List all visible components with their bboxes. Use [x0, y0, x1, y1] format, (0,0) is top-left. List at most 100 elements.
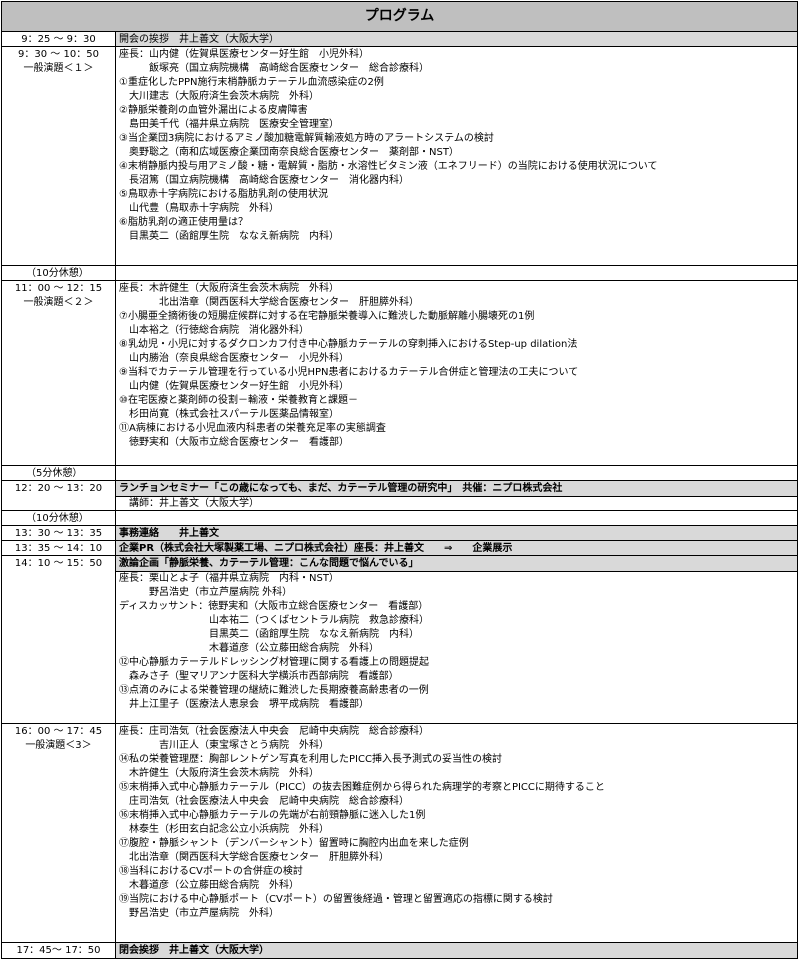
content-line: 座長：山内健（佐賀県医療センター好生館 小児外科）	[119, 49, 369, 60]
time-range: 13：30 ～ 13：35	[14, 528, 103, 539]
time-cell: 12：20 ～ 13：20	[2, 481, 116, 510]
content-line: 座長：栗山とよ子（福井県立病院 内科・NST）	[119, 573, 339, 584]
content-line: 目黒英二（函館厚生院 ななえ新病院 内科）	[119, 629, 419, 640]
time-range: （10分休憩）	[26, 268, 89, 279]
content-line: ⑬点滴のみによる栄養管理の継続に難渋した長期療養高齢患者の一例	[119, 685, 429, 696]
schedule-row-b3: （10分休憩）	[2, 511, 797, 526]
time-range: 9：30 ～ 10：50	[18, 49, 99, 60]
schedule-row-s2: 11：00 ～ 12：15 一般演題＜２＞ 座長：木許健生（大阪府済生会茨木病院 外…	[2, 281, 797, 466]
content-line: 吉川正人（東宝塚さとう病院 外科）	[119, 740, 329, 751]
content-line: 大川建志（大阪府済生会茨木病院 外科）	[119, 91, 319, 102]
content-line: 森みさ子（聖マリアンナ医科大学横浜市西部病院 看護部）	[119, 671, 399, 682]
time-cell: （10分休憩）	[2, 266, 116, 280]
time-range: （5分休憩）	[26, 468, 83, 479]
content-line: 座長：木許健生（大阪府済生会茨木病院 外科）	[119, 283, 339, 294]
schedule-row-notice: 13：30 ～ 13：35 事務連絡 井上善文	[2, 526, 797, 541]
content-line: 閉会挨拶 井上善文（大阪大学）	[119, 945, 269, 956]
content-line: 飯塚亮（国立病院機構 高崎総合医療センター 総合診療科）	[119, 63, 429, 74]
time-range: 12：20 ～ 13：20	[14, 483, 103, 494]
content-line: 目黒英二（函館厚生院 ななえ新病院 内科）	[119, 231, 339, 242]
content-line: ③当企業団3病院におけるアミノ酸加糖電解質輸液処方時のアラートシステムの検討	[119, 133, 494, 144]
content-cell: ランチョンセミナー「この歳になっても、まだ、カテーテル管理の研究中」 共催：ニプ…	[116, 481, 797, 510]
content-line: 激論企画「静脈栄養、カテーテル管理：こんな問題で悩んでいる」	[116, 556, 797, 572]
content-line: 山本裕之（行徳総合病院 消化器外科）	[119, 325, 309, 336]
program-title: プログラム	[2, 2, 797, 32]
content-line: ランチョンセミナー「この歳になっても、まだ、カテーテル管理の研究中」 共催：ニプ…	[116, 481, 797, 497]
content-line: ⑰腹腔・静脈シャント（デンバーシャント）留置時に胸腔内出血を来した症例	[119, 838, 469, 849]
content-cell: 座長：山内健（佐賀県医療センター好生館 小児外科） 飯塚亮（国立病院機構 高崎総…	[116, 47, 797, 265]
content-line: ②静脈栄養剤の血管外漏出による皮膚障害	[119, 105, 308, 116]
content-line: ⑯末梢挿入式中心静脈カテーテルの先端が右前頸静脈に迷入した1例	[119, 810, 426, 821]
content-line: 山内勝治（奈良県総合医療センター 小児外科）	[119, 353, 349, 364]
content-line: 杉田尚寛（株式会社スパーテル医薬品情報室）	[119, 409, 339, 420]
content-line: ①重症化したPPN施行末梢静脈カテーテル血流感染症の2例	[119, 77, 384, 88]
content-line: 林泰生（杉田玄白記念公立小浜病院 外科）	[119, 824, 329, 835]
content-line: ⑩在宅医療と薬剤師の役割－輸液・栄養教育と課題－	[119, 395, 358, 406]
content-line: ⑧乳幼児・小児に対するダクロンカフ付き中心静脈カテーテルの穿刺挿入におけるSte…	[119, 339, 578, 350]
content-cell: 座長：庄司浩気（社会医療法人中央会 尼崎中央病院 総合診療科） 吉川正人（東宝塚…	[116, 724, 797, 942]
time-cell: 13：35 ～ 14：10	[2, 541, 116, 555]
content-cell	[116, 266, 797, 280]
content-line: 木許健生（大阪府済生会茨木病院 外科）	[119, 768, 319, 779]
schedule-row-lunch: 12：20 ～ 13：20 ランチョンセミナー「この歳になっても、まだ、カテーテル…	[2, 481, 797, 511]
content-line: 山代豊（鳥取赤十字病院 外科）	[119, 203, 279, 214]
content-line: 島田美千代（福井県立病院 医療安全管理室）	[119, 119, 339, 130]
time-cell: 14：10 ～ 15：50	[2, 556, 116, 723]
content-line: ⑨当科でカテーテル管理を行っている小児HPN患者におけるカテーテル合併症と管理法…	[119, 367, 579, 378]
content-line: 事務連絡 井上善文	[119, 528, 219, 539]
content-cell: 事務連絡 井上善文	[116, 526, 797, 540]
schedule-row-b2: （5分休憩）	[2, 466, 797, 481]
content-line: ⑥脂肪乳剤の適正使用量は？	[119, 217, 248, 228]
schedule-row-open: 9：25 ～ 9：30 開会の挨拶 井上善文（大阪大学）	[2, 32, 797, 47]
content-line: 木暮道彦（公立藤田総合病院 外科）	[119, 643, 379, 654]
content-line: 山本祐二（つくばセントラル病院 救急診療科）	[119, 615, 429, 626]
time-range: 13：35 ～ 14：10	[14, 543, 103, 554]
content-line: 開会の挨拶 井上善文（大阪大学）	[119, 34, 279, 45]
content-cell	[116, 466, 797, 480]
time-cell: 11：00 ～ 12：15 一般演題＜２＞	[2, 281, 116, 465]
content-line: 野呂浩史（市立芦屋病院 外科）	[119, 587, 293, 598]
content-line: 野呂浩史（市立芦屋病院 外科）	[119, 908, 279, 919]
schedule-row-b1: （10分休憩）	[2, 266, 797, 281]
time-cell: 9：30 ～ 10：50 一般演題＜１＞	[2, 47, 116, 265]
schedule-row-s1: 9：30 ～ 10：50 一般演題＜１＞ 座長：山内健（佐賀県医療センター好生館 小…	[2, 47, 797, 266]
content-line: ⑪A病棟における小児血液内科患者の栄養充足率の実態調査	[119, 423, 386, 434]
content-line: 奥野聡之（南和広域医療企業団南奈良総合医療センター 薬剤部・NST）	[119, 147, 459, 158]
content-line: ⑮末梢挿入式中心静脈カテーテル（PICC）の抜去困難症例から得られた病理学的考察…	[119, 782, 605, 793]
schedule-row-debate: 14：10 ～ 15：50 激論企画「静脈栄養、カテーテル管理：こんな問題で悩んで…	[2, 556, 797, 724]
time-range: 17：45～ 17：50	[16, 945, 101, 956]
content-line: 井上江里子（医療法人恵泉会 堺平成病院 看護部）	[119, 699, 369, 710]
content-line: ⑫中心静脈カテーテルドレッシング材管理に関する看護上の問題提起	[119, 657, 429, 668]
content-line: ディスカッサント：徳野実和（大阪市立総合医療センター 看護部）	[119, 601, 429, 612]
time-cell: （10分休憩）	[2, 511, 116, 525]
content-line: ⑲当院における中心静脈ポート（CVポート）の留置後経過・管理と留置適応の指標に関…	[119, 894, 553, 905]
time-range: 9：25 ～ 9：30	[21, 34, 96, 45]
content-line: ⑱当科におけるCVポートの合併症の検討	[119, 866, 303, 877]
content-cell	[116, 511, 797, 525]
time-cell: 9：25 ～ 9：30	[2, 32, 116, 46]
time-range: 14：10 ～ 15：50	[14, 558, 103, 569]
content-line: 山内健（佐賀県医療センター好生館 小児外科）	[119, 381, 349, 392]
content-line: ⑭私の栄養管理歴：胸部レントゲン写真を利用したPICC挿入長予測式の妥当性の検討	[119, 754, 502, 765]
session-label: 一般演題＜１＞	[23, 63, 94, 74]
content-line: ④末梢静脈内投与用アミノ酸・糖・電解質・脂肪・水溶性ビタミン液（エネフリード）の…	[119, 161, 658, 172]
time-range: （10分休憩）	[26, 513, 89, 524]
session-label: 一般演題＜２＞	[23, 297, 94, 308]
content-line: 木暮道彦（公立藤田総合病院 外科）	[119, 880, 299, 891]
content-line: ⑤鳥取赤十字病院における脂肪乳剤の使用状況	[119, 189, 328, 200]
time-cell: 13：30 ～ 13：35	[2, 526, 116, 540]
time-cell: （5分休憩）	[2, 466, 116, 480]
content-line: 庄司浩気（社会医療法人中央会 尼崎中央病院 総合診療科）	[119, 796, 409, 807]
content-line: 座長：庄司浩気（社会医療法人中央会 尼崎中央病院 総合診療科）	[119, 726, 429, 737]
content-line: 北出浩章（関西医科大学総合医療センター 肝胆膵外科）	[119, 852, 389, 863]
time-range: 16：00 ～ 17：45	[14, 726, 103, 737]
content-cell: 激論企画「静脈栄養、カテーテル管理：こんな問題で悩んでいる」座長：栗山とよ子（福…	[116, 556, 797, 723]
time-range: 11：00 ～ 12：15	[14, 283, 103, 294]
content-line: 北出浩章（関西医科大学総合医療センター 肝胆膵外科）	[119, 297, 419, 308]
content-cell: 開会の挨拶 井上善文（大阪大学）	[116, 32, 797, 46]
content-line: 講師：井上善文（大阪大学）	[119, 498, 259, 509]
